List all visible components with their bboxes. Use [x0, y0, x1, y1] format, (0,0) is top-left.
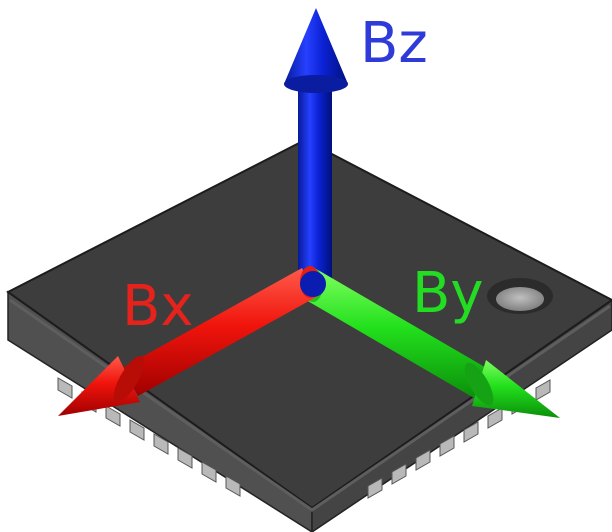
pins-left: [57, 377, 241, 497]
z-axis-arrowhead: [284, 8, 348, 84]
x-axis-shaft: [122, 268, 318, 396]
pin: [225, 475, 241, 497]
pin: [105, 405, 121, 427]
pin: [535, 379, 551, 401]
z-axis-shaft: [298, 82, 332, 292]
pin: [201, 461, 217, 483]
pin: [391, 463, 407, 485]
pins-right: [367, 379, 551, 499]
package-top: [6, 138, 612, 510]
y-axis-arrowhead: [472, 360, 560, 418]
pin: [367, 477, 383, 499]
x-axis-label: Bx: [122, 274, 194, 339]
pin: [129, 419, 145, 441]
z-axis-arrowhead-base: [284, 75, 348, 93]
pin: [153, 433, 169, 455]
pin: [177, 447, 193, 469]
x-axis-arrowhead-base: [113, 356, 145, 402]
pin: [57, 377, 73, 399]
pin: [487, 407, 503, 429]
pin1-indicator-inner: [496, 287, 544, 311]
y-axis-shaft: [306, 270, 490, 398]
z-axis-label: Bz: [360, 11, 428, 76]
pin: [439, 435, 455, 457]
pin: [415, 449, 431, 471]
y-axis-arrowhead-base: [464, 362, 494, 406]
y-axis-label: By: [412, 261, 484, 326]
axis-origin: [300, 271, 326, 297]
pin: [463, 421, 479, 443]
